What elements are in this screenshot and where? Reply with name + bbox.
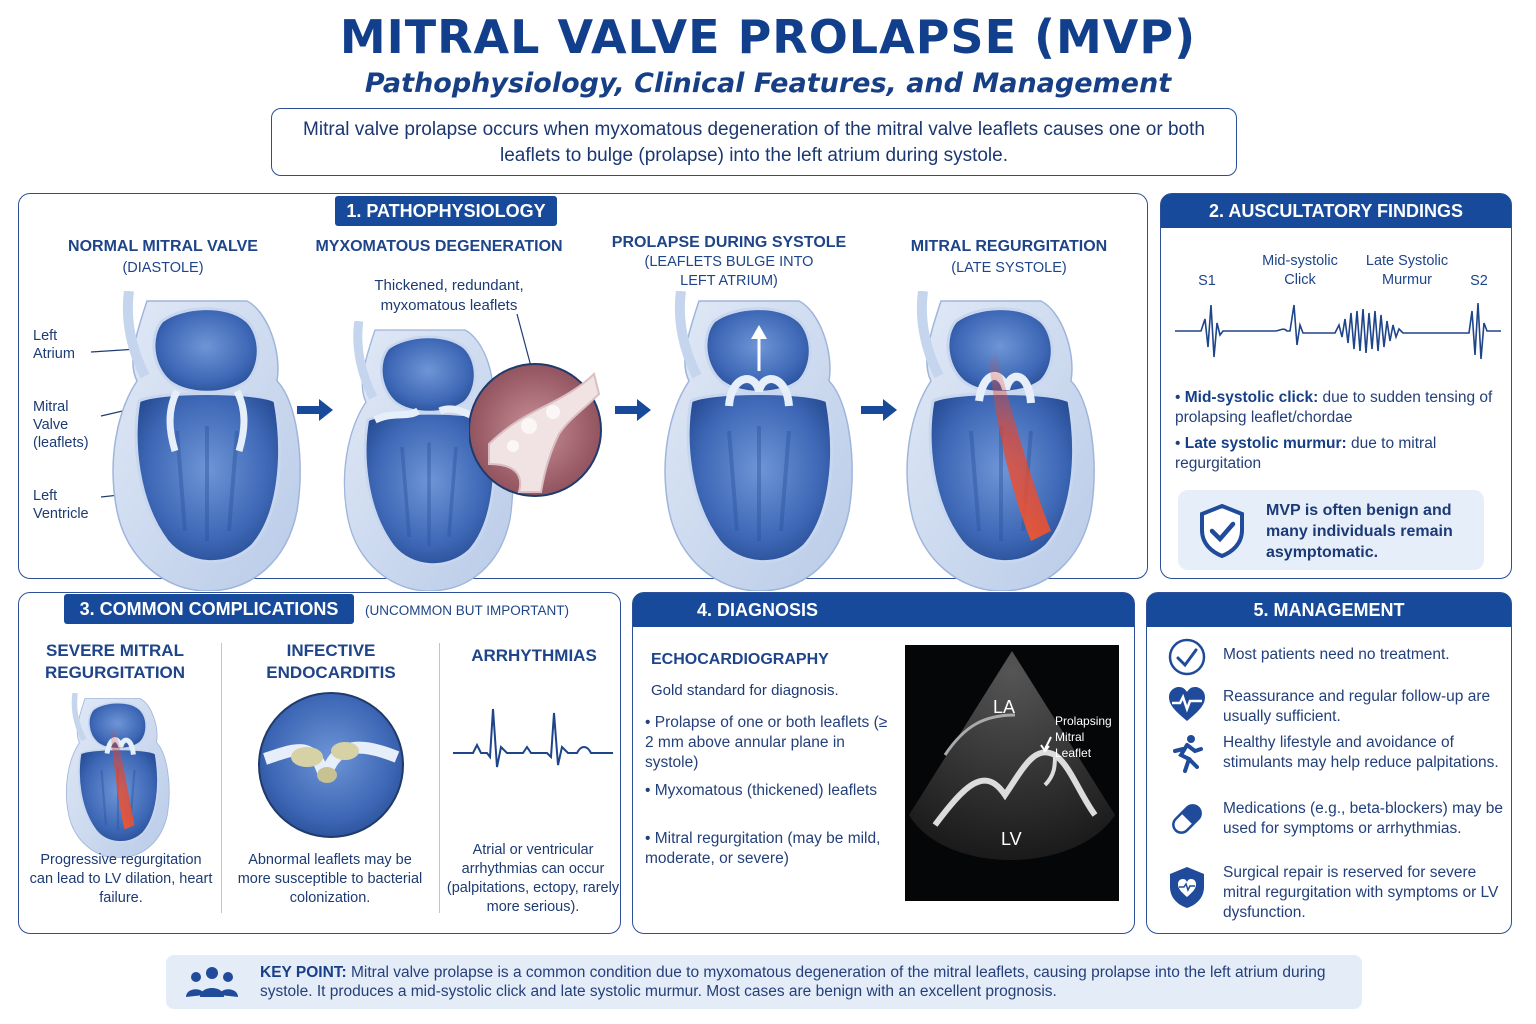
pathophysiology-tab: 1. PATHOPHYSIOLOGY: [335, 196, 557, 226]
mgmt-text-3: Healthy lifestyle and avoidance of stimu…: [1223, 734, 1499, 771]
complications-divider-2: [439, 643, 440, 913]
arrow-icon-2: [615, 399, 651, 421]
pathophysiology-panel: 1. PATHOPHYSIOLOGY NORMAL MITRAL VALVE (…: [18, 193, 1148, 579]
diagnosis-bullet-2: • Myxomatous (thickened) leaflets: [645, 782, 877, 799]
wave-label-s2: S2: [1470, 273, 1488, 289]
stage-title-prolapse: PROLAPSE DURING SYSTOLE: [611, 234, 847, 251]
label-left-atrium: Left Atrium: [33, 328, 75, 362]
arrhythmia-ecg-trace: [453, 708, 613, 768]
shield-check-icon: [1200, 504, 1244, 558]
shield-heart-icon: [1170, 867, 1204, 908]
comp-text-endocarditis: Abnormal leaflets may be more susceptibl…: [237, 852, 423, 906]
comp-title-arrhythmias: ARRHYTHMIAS: [471, 646, 597, 665]
benign-note: MVP is often benign and many individuals…: [1178, 490, 1484, 570]
myxomatous-zoom-illustration: [469, 314, 602, 497]
wave-label-s1: S1: [1198, 273, 1216, 289]
group-people-icon: [186, 967, 238, 997]
diagnosis-panel: 4. DIAGNOSIS ECHOCARDIOGRAPHY Gold stand…: [632, 592, 1135, 934]
diagnosis-bullet-1: • Prolapse of one or both leaflets (≥ 2 …: [645, 714, 888, 771]
diagnosis-tab: 4. DIAGNOSIS: [633, 593, 1134, 627]
ausc-bullet-murmur: • Late systolic murmur: due to mitral re…: [1175, 435, 1437, 472]
stage-title-regurgitation: MITRAL REGURGITATION: [910, 238, 1108, 255]
auscultatory-tab: 2. AUSCULTATORY FINDINGS: [1161, 194, 1511, 228]
pill-icon: [1172, 804, 1202, 834]
label-left-ventricle: Left Ventricle: [33, 488, 89, 522]
echo-label-la: LA: [993, 697, 1016, 717]
key-point-text: KEY POINT: Mitral valve prolapse is a co…: [260, 964, 1326, 1000]
label-myxomatous-leaflets: Thickened, redundant, myxomatous leaflet…: [374, 277, 524, 314]
running-person-icon: [1173, 735, 1203, 773]
complications-tab: 3. COMMON COMPLICATIONS: [64, 594, 354, 624]
mgmt-text-5: Surgical repair is reserved for severe m…: [1223, 864, 1499, 921]
key-point-box: KEY POINT: Mitral valve prolapse is a co…: [166, 955, 1362, 1009]
complication-endocarditis-illustration: [258, 692, 404, 838]
heart-pulse-icon: [1169, 687, 1205, 721]
management-tab: 5. MANAGEMENT: [1147, 593, 1511, 627]
heart-regurgitation-illustration: [901, 291, 1101, 591]
management-panel: 5. MANAGEMENT Most patients need no trea…: [1146, 592, 1512, 934]
complications-divider-1: [221, 643, 222, 913]
stage-sub-prolapse: (LEAFLETS BULGE INTO LEFT ATRIUM): [644, 254, 814, 289]
heart-prolapse-illustration: [659, 291, 859, 591]
complications-panel: 3. COMMON COMPLICATIONS (UNCOMMON BUT IM…: [18, 592, 621, 934]
comp-text-arrhythmias: Atrial or ventricular arrhythmias can oc…: [446, 842, 620, 915]
arrow-icon-1: [297, 399, 333, 421]
arrow-icon-3: [861, 399, 897, 421]
echo-image: LA LV Prolapsing Mitral Leaflet: [905, 645, 1119, 901]
echo-sector-illustration: [909, 651, 1115, 860]
diagnosis-heading: ECHOCARDIOGRAPHY: [651, 651, 829, 668]
wave-label-murmur: Late Systolic Murmur: [1365, 253, 1449, 288]
stage-sub-normal: (DIASTOLE): [122, 260, 204, 276]
wave-label-click: Mid-systolic Click: [1262, 253, 1338, 288]
comp-title-regurgitation: SEVERE MITRAL REGURGITATION: [44, 641, 186, 682]
phonocardiogram-waveform: [1175, 302, 1501, 360]
mgmt-text-4: Medications (e.g., beta-blockers) may be…: [1223, 800, 1503, 837]
ausc-bullet-click: • Mid-systolic click: due to sudden tens…: [1175, 389, 1493, 426]
benign-note-text: MVP is often benign and many individuals…: [1266, 502, 1453, 561]
comp-text-regurgitation: Progressive regurgitation can lead to LV…: [29, 852, 213, 906]
heart-normal-illustration: [107, 291, 307, 591]
echo-label-lv: LV: [1001, 829, 1022, 849]
diagnosis-bullet-3: • Mitral regurgitation (may be mild, mod…: [645, 830, 881, 867]
comp-title-endocarditis: INFECTIVE ENDOCARDITIS: [266, 641, 396, 682]
diagnosis-lead: Gold standard for diagnosis.: [651, 682, 839, 699]
stage-sub-regurgitation: (LATE SYSTOLE): [951, 260, 1067, 276]
page-title: MITRAL VALVE PROLAPSE (MVP): [339, 10, 1197, 64]
stage-title-normal: NORMAL MITRAL VALVE: [68, 238, 258, 255]
mgmt-text-2: Reassurance and regular follow-up are us…: [1223, 688, 1491, 725]
mgmt-text-1: Most patients need no treatment.: [1223, 646, 1450, 663]
stage-title-myxomatous: MYXOMATOUS DEGENERATION: [315, 238, 563, 255]
page-subtitle: Pathophysiology, Clinical Features, and …: [364, 68, 1172, 99]
echo-label-prolapsing: Prolapsing Mitral Leaflet: [1055, 714, 1112, 760]
label-mitral-valve: Mitral Valve (leaflets): [33, 399, 89, 451]
intro-box: Mitral valve prolapse occurs when myxoma…: [271, 108, 1237, 176]
complication-regurgitation-illustration: [63, 693, 173, 858]
check-circle-icon: [1168, 638, 1206, 676]
complications-tab-note: (UNCOMMON BUT IMPORTANT): [365, 603, 569, 618]
